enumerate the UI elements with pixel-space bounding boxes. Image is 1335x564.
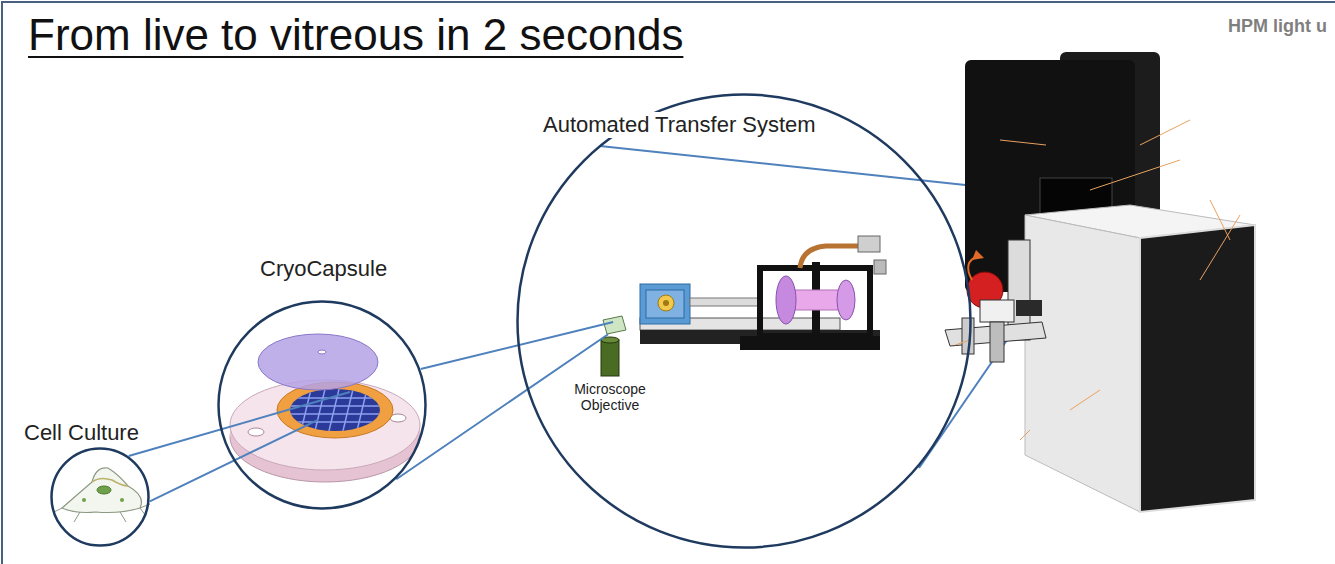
cryocapsule-drawing-part-part	[290, 413, 380, 415]
hpm-instrument-part-part	[955, 340, 970, 345]
hpm-instrument-part	[955, 120, 1240, 440]
hpm-instrument-part-part	[1210, 200, 1230, 240]
transfer-system-drawing-part	[690, 298, 760, 306]
hpm-instrument-part-part	[1090, 160, 1180, 190]
cell-sketch-part	[62, 468, 142, 513]
cryocapsule-drawing-part	[230, 380, 420, 470]
logo-watermark: HPM light u	[1228, 16, 1327, 37]
zoom-circle: Cell Culture	[50, 447, 150, 547]
hpm-instrument-part-part	[1140, 120, 1190, 145]
cell-sketch-part	[82, 498, 86, 502]
cryocapsule-drawing-part-part	[342, 385, 354, 435]
hpm-instrument-part-part	[1020, 430, 1030, 440]
cryocapsule-drawing-part-part	[300, 385, 312, 435]
cryocapsule-drawing	[230, 334, 420, 482]
hpm-instrument-part	[1140, 225, 1255, 512]
zoom-label: Automated Transfer System	[541, 112, 818, 138]
circle-outline	[516, 93, 972, 549]
transfer-system-drawing-part	[837, 280, 855, 320]
cryocapsule-drawing-part-part	[328, 385, 340, 435]
cryocapsule-drawing-part	[318, 350, 326, 354]
hpm-instrument-part	[1016, 300, 1042, 316]
hpm-instrument-part	[972, 250, 984, 260]
transfer-system-drawing-part	[601, 337, 619, 343]
transfer-system-drawing-part	[658, 295, 674, 311]
zoom-label: Cell Culture	[22, 420, 141, 446]
transfer-system-drawing-part	[858, 236, 880, 252]
part-label: Microscope Objective	[566, 381, 654, 413]
transfer-system-drawing-part	[601, 340, 619, 376]
cell-sketch-part	[97, 486, 111, 494]
transfer-system-drawing-part	[646, 290, 684, 318]
hpm-instrument	[945, 52, 1255, 512]
transfer-system-drawing-part	[663, 300, 669, 306]
cryocapsule-drawing-part	[290, 389, 380, 431]
zoom-leader-line	[396, 322, 613, 479]
cryocapsule-drawing-part	[248, 428, 264, 436]
zoom-leader-lines-part	[600, 146, 1012, 190]
cell-sketch	[54, 468, 150, 522]
hpm-instrument-part	[1025, 215, 1140, 512]
cell-sketch-part	[120, 498, 124, 502]
transfer-system-drawing-part	[776, 276, 796, 324]
transfer-system-drawing	[601, 236, 886, 376]
hpm-instrument-part-part	[1200, 215, 1240, 280]
circle-outline	[217, 300, 427, 510]
cell-sketch-part	[92, 478, 128, 486]
circle-outline	[50, 447, 150, 547]
hpm-instrument-part-part	[1070, 390, 1100, 410]
transfer-system-drawing-part	[874, 260, 886, 274]
zoom-circle: Automated Transfer System	[516, 93, 972, 549]
cryocapsule-drawing-part-part	[356, 385, 368, 435]
cryocapsule-drawing-part-part	[314, 385, 326, 435]
transfer-system-drawing-part	[800, 246, 862, 268]
circle-outline	[219, 302, 426, 509]
cell-sketch-part	[54, 504, 150, 522]
hpm-instrument-part	[990, 322, 1004, 362]
transfer-system-drawing-part	[640, 284, 690, 324]
transfer-system-drawing-part	[603, 316, 626, 334]
cryocapsule-drawing-part-part	[290, 397, 380, 399]
cryocapsule-drawing-part	[290, 385, 380, 435]
zoom-label: CryoCapsule	[258, 256, 389, 282]
hpm-instrument-part-part	[1000, 140, 1046, 145]
slide-title: From live to vitreous in 2 seconds	[28, 10, 683, 60]
circle-outline	[52, 449, 149, 546]
zoom-leader-line	[129, 392, 350, 501]
hpm-instrument-part	[980, 300, 1014, 322]
cryocapsule-drawing-part	[277, 382, 393, 438]
zoom-circle: CryoCapsule	[217, 300, 427, 510]
circle-outline	[518, 95, 971, 548]
cryocapsule-drawing-part	[258, 334, 378, 390]
